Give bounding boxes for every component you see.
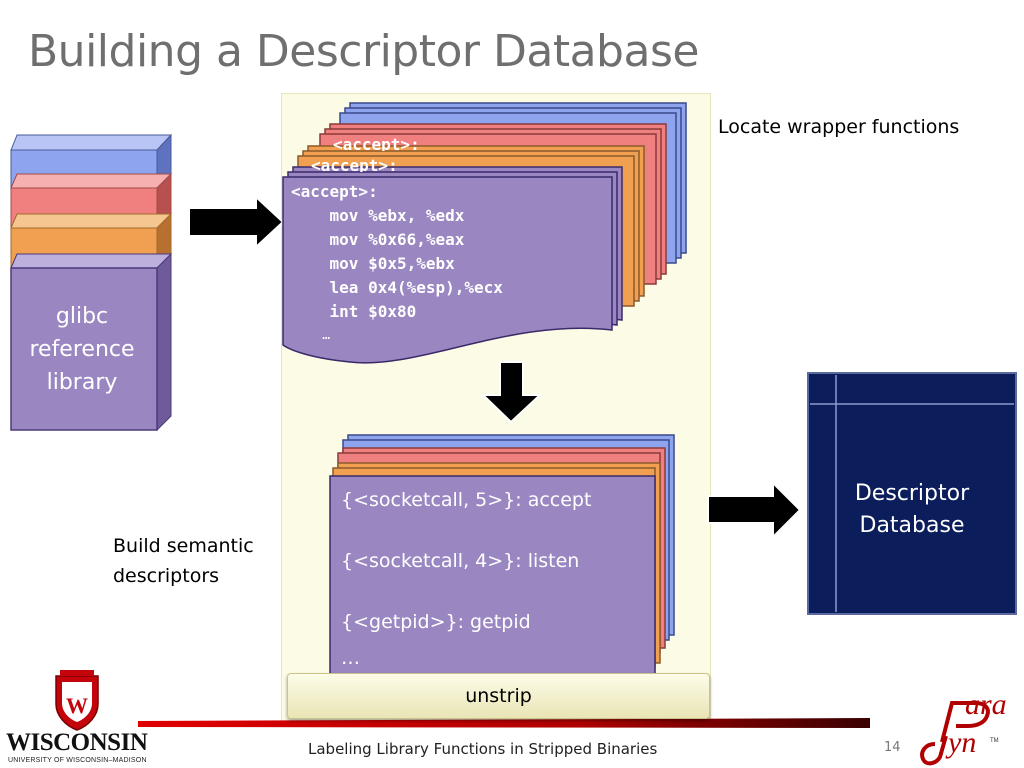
descriptor-database [807,372,1017,615]
semantic-card-stack [329,434,675,677]
svg-text:W: W [66,693,88,718]
label-line: Descriptor [854,481,970,506]
paradyn-tm: TM [990,738,999,744]
code-line: int $0x80 [291,302,417,321]
wisconsin-crest-icon: W [55,670,99,731]
code-line: lea 0x4(%esp),%ecx [291,278,503,297]
arrow-right-icon [707,480,802,540]
code-line: mov %ebx, %edx [291,206,465,225]
library-layer-purple [10,252,173,432]
wisconsin-wordmark: WISCONSIN [6,729,148,756]
arrow-down-icon [480,361,543,424]
wrapper-card-stack [282,102,687,364]
code-line: <accept>: [291,182,378,201]
paradyn-para-text: ara [965,688,1007,721]
arrow-right-icon [188,194,285,250]
label-line: reference [29,337,135,362]
semantic-line: {<socketcall, 4>}: listen [341,550,580,572]
semantic-line: {<getpid>}: getpid [341,611,531,633]
caption-line: descriptors [113,565,220,587]
library-stack [10,133,173,432]
semantic-caption: Build semantic descriptors [113,531,254,591]
footer-text: Labeling Library Functions in Stripped B… [308,740,658,758]
wisconsin-subtitle: UNIVERSITY OF WISCONSIN–MADISON [8,757,147,764]
page-title: Building a Descriptor Database [28,26,699,77]
page-number: 14 [884,740,901,755]
footer-bar [138,718,870,728]
code-line: mov %0x66,%eax [291,230,465,249]
database-label: Descriptor Database [808,478,1016,542]
code-line: … [291,328,331,343]
label-line: library [46,370,118,395]
caption-line: Build semantic [113,535,254,557]
paradyn-dyn-text: yn [948,726,977,759]
wrapper-code: <accept>: mov %ebx, %edx mov %0x66,%eax … [291,180,503,348]
wrapper-caption: Locate wrapper functions [718,116,960,138]
paradyn-logo [920,701,990,766]
label-line: Database [859,513,965,538]
back-card-label: <accept>: [333,135,420,154]
code-line: mov $0x5,%ebx [291,254,455,273]
semantic-line: … [341,647,360,669]
semantic-line: {<socketcall, 5>}: accept [341,489,592,511]
back-card-label: <accept>: [311,156,398,175]
label-line: glibc [55,304,109,329]
unstrip-button[interactable]: unstrip [287,673,710,719]
glibc-library-label: glibc reference library [11,300,153,399]
